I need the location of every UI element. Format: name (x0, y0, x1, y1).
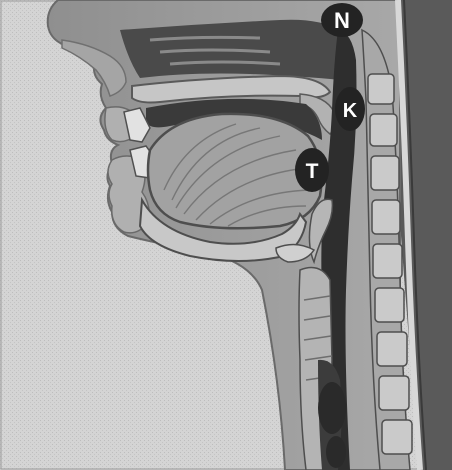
marker-n: N (321, 3, 363, 37)
marker-k: K (335, 87, 365, 131)
marker-t-label: T (306, 160, 319, 183)
thyroid-shadow-lower (326, 436, 346, 468)
marker-t: T (295, 148, 329, 192)
marker-k-label: K (343, 100, 358, 122)
marker-n-label: N (334, 8, 350, 33)
thyroid-shadow (318, 382, 346, 434)
